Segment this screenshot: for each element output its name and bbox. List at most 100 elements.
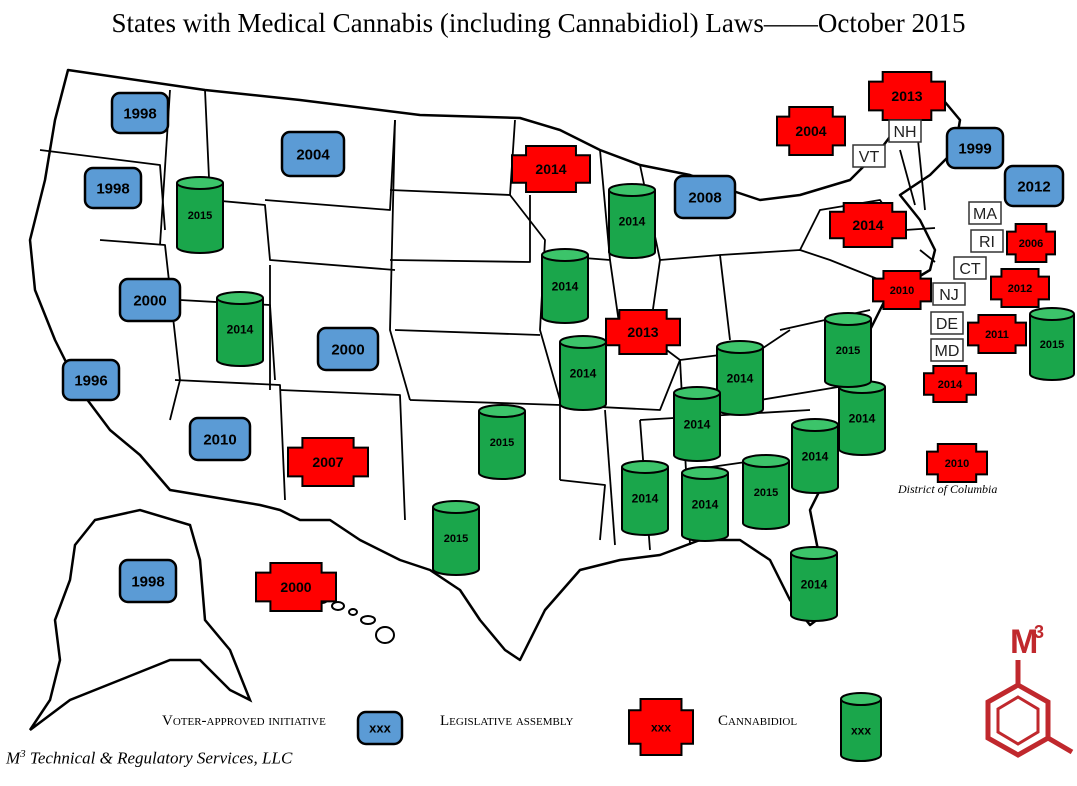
state-year-nv: 2000 xyxy=(133,292,166,309)
state-year-mt: 2004 xyxy=(296,146,330,163)
state-badge-az: 2010 xyxy=(188,416,252,462)
state-year-ct: 2012 xyxy=(1008,283,1032,295)
state-year-ga: 2015 xyxy=(754,487,778,499)
legend-cannabidiol-mark: xxx xyxy=(840,692,882,762)
state-year-nc: 2014 xyxy=(849,411,876,425)
svg-text:DE: DE xyxy=(936,316,958,333)
state-badge-ct: 2012 xyxy=(990,268,1050,308)
logo-letter: M xyxy=(1010,623,1038,661)
state-badge-sc: 2014 xyxy=(791,418,839,494)
state-badge-de: 2011 xyxy=(967,314,1027,354)
state-badge-dc: 2010 xyxy=(926,443,988,483)
abbr-tag-de: DE xyxy=(930,311,964,335)
logo-superscript: 3 xyxy=(1034,622,1044,642)
svg-text:xxx: xxx xyxy=(369,721,391,736)
state-year-tn: 2014 xyxy=(684,417,711,431)
state-badge-or: 1998 xyxy=(83,166,143,210)
state-year-ia: 2014 xyxy=(552,279,579,293)
state-year-al: 2014 xyxy=(692,497,719,511)
state-badge-va: 2015 xyxy=(824,312,872,388)
state-badge-ia: 2014 xyxy=(541,248,589,324)
state-badge-ky: 2014 xyxy=(716,340,764,416)
svg-text:VT: VT xyxy=(859,149,880,166)
state-badge-vt: 2004 xyxy=(776,106,846,156)
svg-text:NJ: NJ xyxy=(939,287,959,304)
abbr-tag-nh: NH xyxy=(888,119,922,143)
svg-text:xxx: xxx xyxy=(851,723,871,737)
state-badge-wi: 2014 xyxy=(608,183,656,259)
state-year-md: 2014 xyxy=(938,379,963,391)
hawaii-islands xyxy=(316,596,395,644)
state-badge-mn: 2014 xyxy=(511,145,591,193)
state-year-ok: 2015 xyxy=(490,437,514,449)
state-year-az: 2010 xyxy=(203,431,236,448)
state-year-wa: 1998 xyxy=(123,105,156,122)
svg-text:xxx: xxx xyxy=(651,720,671,734)
state-badge-tx: 2015 xyxy=(432,500,480,576)
abbr-tag-ct: CT xyxy=(953,256,987,280)
state-year-nh: 2013 xyxy=(891,88,922,104)
state-badge-tn: 2014 xyxy=(673,386,721,462)
state-year-ut: 2014 xyxy=(227,322,254,336)
state-year-de: 2011 xyxy=(985,329,1009,341)
state-year-vt: 2004 xyxy=(795,123,826,139)
state-year-wi: 2014 xyxy=(619,214,646,228)
state-badge-wa: 1998 xyxy=(110,91,170,135)
state-badge-nh: 2013 xyxy=(868,71,946,121)
abbr-tag-ri: RI xyxy=(970,229,1004,253)
company-name: M3 Technical & Regulatory Services, LLC xyxy=(6,748,293,768)
state-year-va: 2015 xyxy=(836,345,860,357)
state-badge-il: 2013 xyxy=(605,309,681,355)
alaska-outline xyxy=(28,508,253,731)
state-badge-ri: 2006 xyxy=(1006,223,1056,263)
state-year-ri: 2006 xyxy=(1019,238,1043,250)
state-year-sc: 2014 xyxy=(802,449,829,463)
state-badge-ms: 2014 xyxy=(621,460,669,536)
state-year-mn: 2014 xyxy=(535,161,566,177)
state-badge-mi: 2008 xyxy=(673,174,737,220)
state-badge-ma: 2012 xyxy=(1003,164,1065,208)
state-badge-ak: 1998 xyxy=(118,558,178,604)
state-year-ak: 1998 xyxy=(131,573,164,590)
state-badge-hi: 2000 xyxy=(255,562,337,612)
state-badge-me: 1999 xyxy=(945,126,1005,170)
state-badge-nv: 2000 xyxy=(118,277,182,323)
state-year-il: 2013 xyxy=(627,324,658,340)
state-year-hi: 2000 xyxy=(280,579,311,595)
state-badge-nm: 2007 xyxy=(287,437,369,487)
state-badge-mo: 2014 xyxy=(559,335,607,411)
state-badge-ca: 1996 xyxy=(61,358,121,402)
state-badge-ok: 2015 xyxy=(478,404,526,480)
state-year-nm: 2007 xyxy=(312,454,343,470)
state-badge-nj: 2010 xyxy=(872,270,932,310)
state-year-ca: 1996 xyxy=(74,372,107,389)
state-year-me: 1999 xyxy=(958,140,991,157)
map-title: States with Medical Cannabis (including … xyxy=(111,8,966,38)
legend-legislative-mark: xxx xyxy=(628,698,694,756)
state-badge-al: 2014 xyxy=(681,466,729,542)
state-year-dc: 2010 xyxy=(945,458,969,470)
state-year-ky: 2014 xyxy=(727,371,754,385)
state-badge-ny: 2014 xyxy=(829,202,907,248)
state-badge-de-cbd: 2015 xyxy=(1029,307,1075,381)
abbr-tag-md: MD xyxy=(930,338,964,362)
svg-text:RI: RI xyxy=(979,234,995,251)
state-badge-ut: 2014 xyxy=(216,291,264,367)
state-year-wy: 2015 xyxy=(188,210,212,222)
state-year-mi: 2008 xyxy=(688,189,721,206)
state-year-fl: 2014 xyxy=(801,577,828,591)
state-year-ny: 2014 xyxy=(852,217,883,233)
state-badge-co: 2000 xyxy=(316,326,380,372)
state-year-or: 1998 xyxy=(96,180,129,197)
state-badge-mt: 2004 xyxy=(280,130,346,178)
dc-label: District of Columbia xyxy=(898,482,998,496)
state-year-nj: 2010 xyxy=(890,285,914,297)
state-badge-wy: 2015 xyxy=(176,176,224,254)
svg-text:MA: MA xyxy=(973,206,997,223)
abbr-tag-vt: VT xyxy=(852,144,886,168)
legend-cannabidiol-label: Cannabidiol xyxy=(718,713,798,729)
state-badge-ga: 2015 xyxy=(742,454,790,530)
state-year-mo: 2014 xyxy=(570,366,597,380)
m3-logo: M 3 xyxy=(985,622,1074,758)
